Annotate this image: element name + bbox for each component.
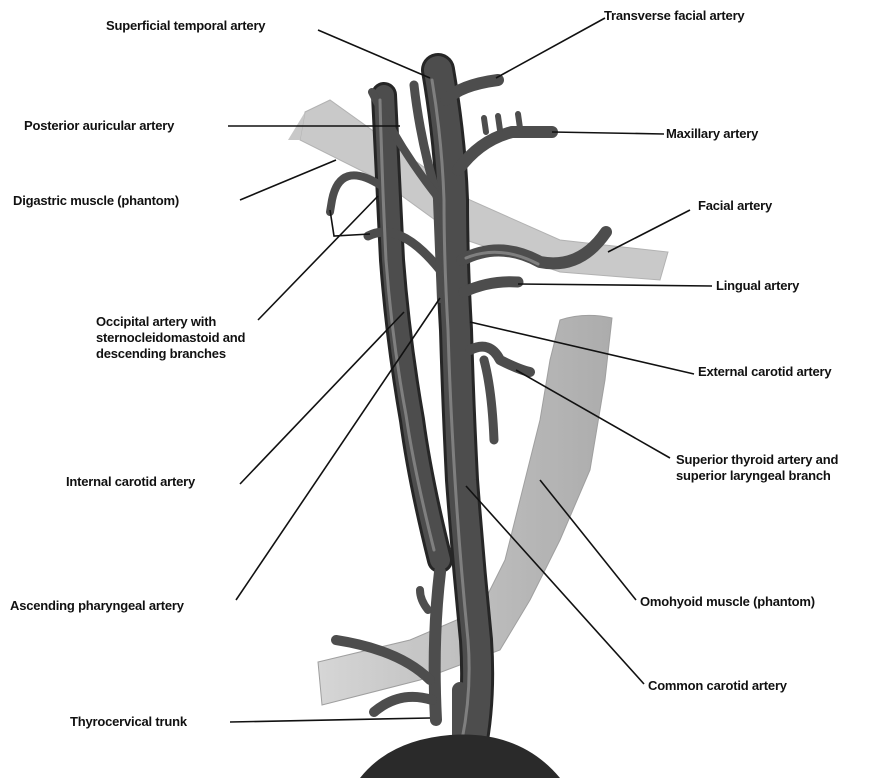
label-occipital-artery: Occipital artery with sternocleidomastoi…: [96, 314, 296, 362]
leader-transverse-facial: [496, 18, 605, 78]
label-occipital-line-2: sternocleidomastoid and: [96, 330, 296, 346]
leader-occipital-bracket: [330, 210, 370, 236]
label-superior-thyroid-line-2: superior laryngeal branch: [676, 468, 886, 484]
leader-maxillary: [552, 132, 664, 134]
leader-superficial-temporal: [318, 30, 430, 78]
label-superficial-temporal-artery: Superficial temporal artery: [106, 18, 265, 34]
label-common-carotid-artery: Common carotid artery: [648, 678, 787, 694]
leader-occipital: [258, 196, 378, 320]
label-superior-thyroid-line-1: Superior thyroid artery and: [676, 452, 886, 468]
label-posterior-auricular-artery: Posterior auricular artery: [24, 118, 174, 134]
label-occipital-line-3: descending branches: [96, 346, 296, 362]
label-internal-carotid-artery: Internal carotid artery: [66, 474, 195, 490]
label-facial-artery: Facial artery: [698, 198, 772, 214]
leader-facial: [608, 210, 690, 252]
label-thyrocervical-trunk: Thyrocervical trunk: [70, 714, 187, 730]
leader-digastric: [240, 160, 336, 200]
leader-thyrocervical: [230, 718, 430, 722]
label-transverse-facial-artery: Transverse facial artery: [604, 8, 744, 24]
label-digastric-muscle: Digastric muscle (phantom): [13, 193, 179, 209]
label-ascending-pharyngeal-artery: Ascending pharyngeal artery: [10, 598, 184, 614]
label-maxillary-artery: Maxillary artery: [666, 126, 758, 142]
label-occipital-line-1: Occipital artery with: [96, 314, 296, 330]
label-omohyoid-muscle: Omohyoid muscle (phantom): [640, 594, 815, 610]
label-lingual-artery: Lingual artery: [716, 278, 799, 294]
label-superior-thyroid-artery: Superior thyroid artery and superior lar…: [676, 452, 886, 484]
label-external-carotid-artery: External carotid artery: [698, 364, 831, 380]
aortic-arch-shape: [360, 735, 560, 778]
leader-lingual: [518, 284, 712, 286]
